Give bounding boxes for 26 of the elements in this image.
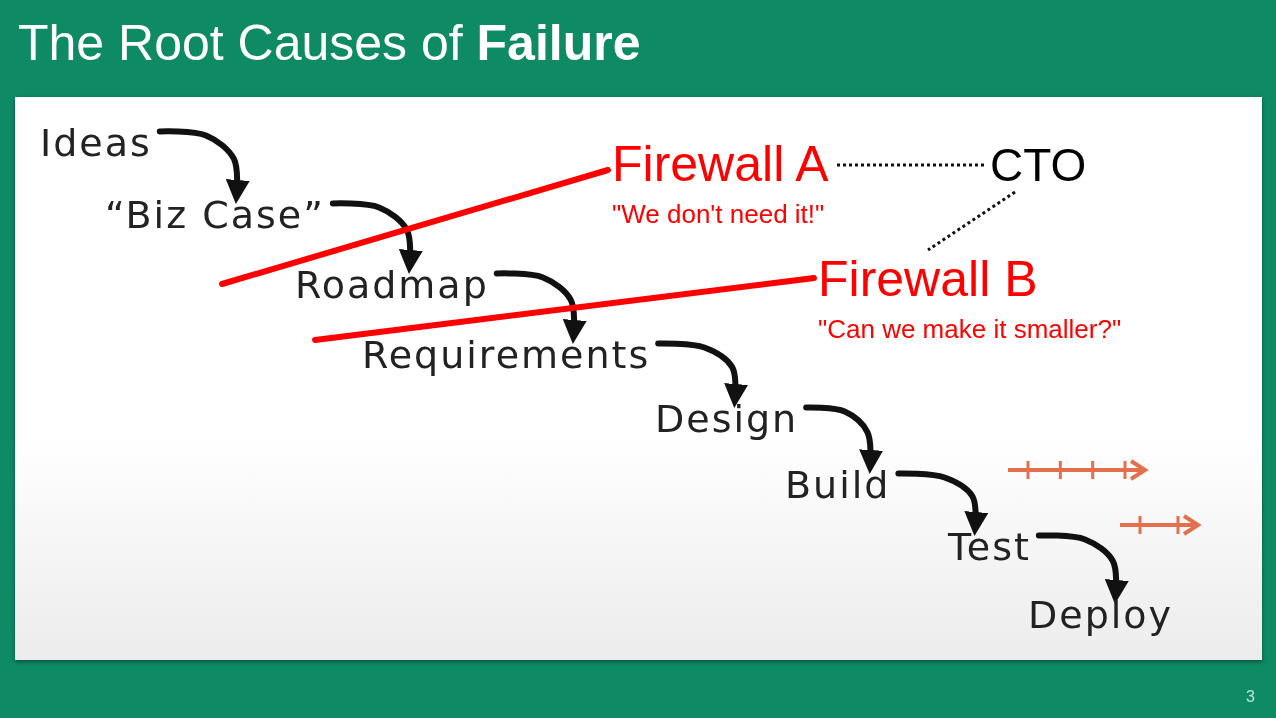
slide-title: The Root Causes of Failure: [18, 14, 641, 72]
curved-arrow: [329, 200, 423, 274]
step-label: Deploy: [1028, 592, 1174, 638]
dotted-line: [927, 190, 1016, 252]
curved-arrow: [895, 470, 989, 536]
role-label: CTO: [990, 138, 1087, 192]
strike-line: [219, 167, 611, 287]
step-label: Roadmap: [295, 262, 489, 308]
step-label: Design: [655, 396, 799, 442]
curved-arrow: [156, 128, 250, 204]
step-label: Test: [948, 524, 1031, 570]
curved-arrow: [655, 340, 748, 408]
step-label: “Biz Case”: [105, 192, 325, 238]
firewall-label: Firewall A: [612, 135, 829, 193]
objection-quote: "Can we make it smaller?": [818, 314, 1122, 345]
curved-arrow: [803, 404, 883, 474]
curved-arrow: [493, 270, 587, 344]
objection-quote: "We don't need it!": [612, 199, 825, 230]
step-label: Requirements: [362, 332, 651, 378]
strike-line: [312, 275, 817, 343]
curved-arrow: [1035, 532, 1129, 604]
step-label: Build: [785, 462, 891, 508]
firewall-label: Firewall B: [818, 250, 1038, 308]
step-label: Ideas: [40, 120, 152, 166]
dotted-line: [834, 163, 984, 167]
page-number: 3: [1246, 688, 1255, 706]
